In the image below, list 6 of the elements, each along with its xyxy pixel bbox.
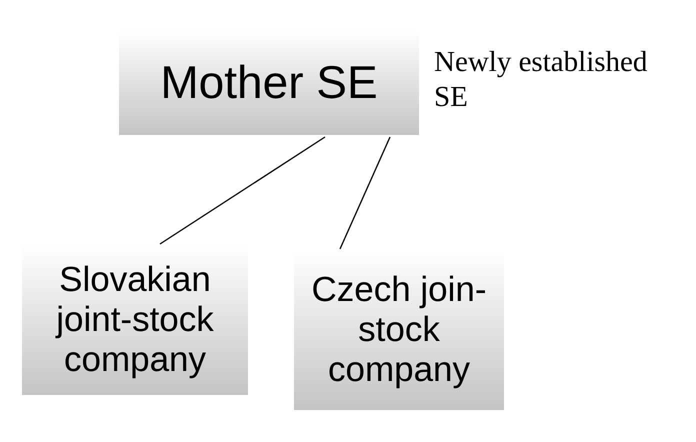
company-name: Mother SE xyxy=(160,56,378,109)
connector-line xyxy=(160,136,326,245)
connector-line xyxy=(339,136,391,250)
company-name: Slovakian joint-stock company xyxy=(54,260,215,380)
company-name: Czech join-stock company xyxy=(310,270,488,390)
node-note: Newly established SE xyxy=(434,45,648,115)
